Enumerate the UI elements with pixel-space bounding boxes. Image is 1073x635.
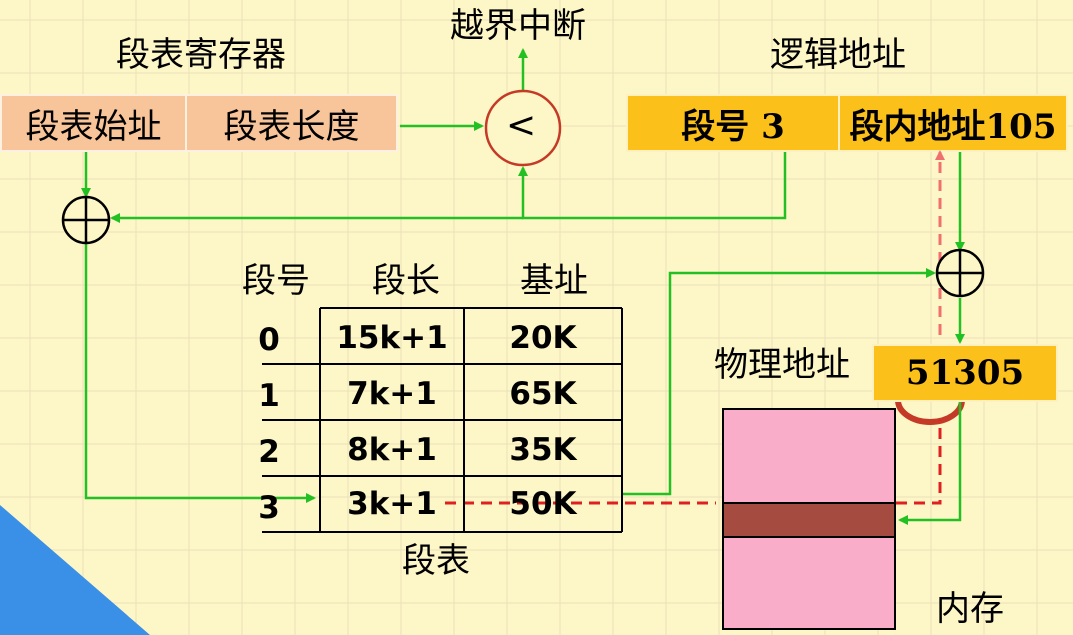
- segment-to-comparator-line: [518, 152, 787, 220]
- physical-to-memory-line: [898, 402, 962, 525]
- base-to-adder-line: [622, 268, 936, 496]
- logical-address-label: 逻辑地址: [770, 35, 906, 75]
- table-row-1-base: 65K: [509, 375, 577, 412]
- table-header-length: 段长: [372, 261, 440, 301]
- corner-accent: [0, 505, 150, 635]
- table-row-1-number: 1: [258, 377, 280, 414]
- comparator-icon: [484, 89, 562, 167]
- bounds-interrupt-label: 越界中断: [450, 6, 586, 46]
- segment-register-label: 段表寄存器: [116, 35, 286, 75]
- physical-address-ring: [895, 399, 965, 425]
- logical-offset: 段内地址105: [838, 94, 1068, 152]
- table-row-0-number: 0: [258, 321, 280, 358]
- table-row-2-length: 8k+1: [347, 431, 437, 468]
- physical-address-label: 物理地址: [714, 345, 850, 385]
- table-row-3-base: 50K: [509, 485, 577, 522]
- table-row-2-number: 2: [258, 433, 280, 470]
- physical-address-value: 51305: [872, 344, 1058, 402]
- register-table-length: 段表长度: [185, 94, 398, 152]
- logical-segment-number: 段号 3: [626, 94, 840, 152]
- table-row-0-base: 20K: [509, 319, 577, 356]
- memory-label: 内存: [936, 589, 1004, 629]
- memory-dashed-line: [896, 420, 942, 505]
- table-row-1-length: 7k+1: [347, 375, 437, 412]
- table-row-0-length: 15k+1: [336, 319, 448, 356]
- register-start-address: 段表始址: [0, 94, 187, 152]
- table-header-base: 基址: [520, 261, 588, 301]
- segment-table-label: 段表: [402, 541, 470, 581]
- comparator-symbol: <: [506, 105, 537, 146]
- table-row-3-length: 3k+1: [347, 485, 437, 522]
- segment-table-grid: [262, 307, 623, 533]
- memory-segment-3: [722, 502, 896, 538]
- circle-plus-icon: [61, 195, 111, 245]
- table-row-2-base: 35K: [509, 431, 577, 468]
- table-row-3-number: 3: [258, 489, 280, 526]
- table-header-number: 段号: [242, 261, 310, 301]
- circle-plus-icon: [935, 248, 985, 298]
- adder-to-table-line: [84, 244, 316, 503]
